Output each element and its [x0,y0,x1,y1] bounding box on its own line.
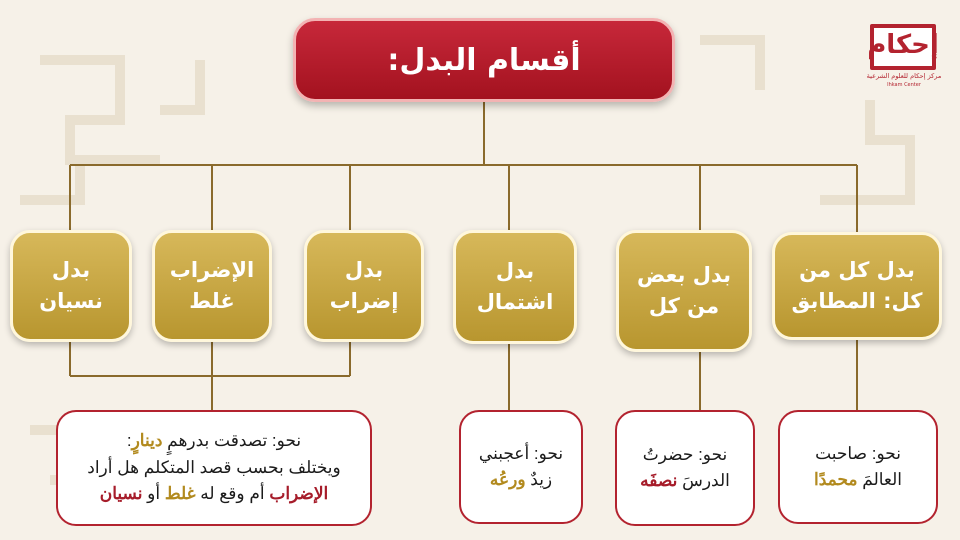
category-line: بدل [344,257,384,282]
example-text: الدرسَ [677,471,730,490]
category-line: بدل كل من [799,257,915,282]
category-line: بدل [51,257,91,282]
category-partial-apposition: بدل بعض من كل [616,230,752,352]
example-line: الدرسَ نصفَه [640,468,730,494]
example-line: نحو: حضرتُ [642,444,728,464]
logo-caption: مركز إحكام للعلوم الشرعية [866,72,942,80]
example-text: أو [142,484,165,504]
example-text: زيدٌ [525,470,553,489]
category-line: كل: المطابق [791,289,923,313]
example-text: : [126,431,132,451]
example-line: نحو: صاحبت [815,443,901,463]
example-highlight: محمدًا [813,470,858,489]
category-total-apposition: بدل كل من كل: المطابق [772,232,942,340]
category-line: غلط [189,289,235,313]
example-highlight: ورعُه [489,470,526,489]
page-title-text: أقسام البدل: [387,42,581,78]
page-title: أقسام البدل: [293,18,675,102]
category-line: اشتمال [476,290,554,314]
logo-name: إحكام [867,30,939,60]
category-line: إضراب [329,289,399,313]
example-highlight: نسيان [99,484,143,504]
example-box-2: نحو: حضرتُ الدرسَ نصفَه [615,410,755,526]
category-line: من كل [648,294,720,318]
category-line: بدل [495,258,535,283]
example-line: نحو: أعجبني [478,443,564,463]
example-text: نحو: تصدقت بدرهمٍ [162,431,302,451]
category-error-apposition: الإضراب غلط [152,230,272,342]
example-highlight: الإضراب [269,484,329,504]
example-line: العالمَ محمدًا [814,467,902,493]
example-box-4: نحو: تصدقت بدرهمٍ دينارٍ: ويختلف بحسب قص… [56,410,372,526]
example-text: أم وقع له [195,484,270,504]
example-line: ويختلف بحسب قصد المتكلم هل أراد [87,457,341,477]
example-line: زيدٌ ورعُه [490,467,552,493]
example-box-1: نحو: صاحبت العالمَ محمدًا [778,410,938,524]
example-box-3: نحو: أعجبني زيدٌ ورعُه [459,410,583,524]
logo-subcaption: Ihkam Center [887,82,921,88]
example-text: العالمَ [857,470,903,489]
category-line: بدل بعض [637,262,731,287]
logo: إحكام مركز إحكام للعلوم الشرعية Ihkam Ce… [866,22,942,90]
example-line: الإضراب أم وقع له غلط أو نسيان [100,481,329,507]
example-highlight: نصفَه [640,471,678,490]
logo-frame [870,24,936,70]
category-line: نسيان [39,289,103,313]
example-highlight: دينارٍ [131,431,163,451]
category-line: الإضراب [169,257,255,282]
category-forgetting-apposition: بدل نسيان [10,230,132,342]
category-inclusion-apposition: بدل اشتمال [453,230,577,344]
example-highlight: غلط [164,484,196,504]
category-digression-apposition: بدل إضراب [304,230,424,342]
example-line: نحو: تصدقت بدرهمٍ دينارٍ: [127,428,301,454]
